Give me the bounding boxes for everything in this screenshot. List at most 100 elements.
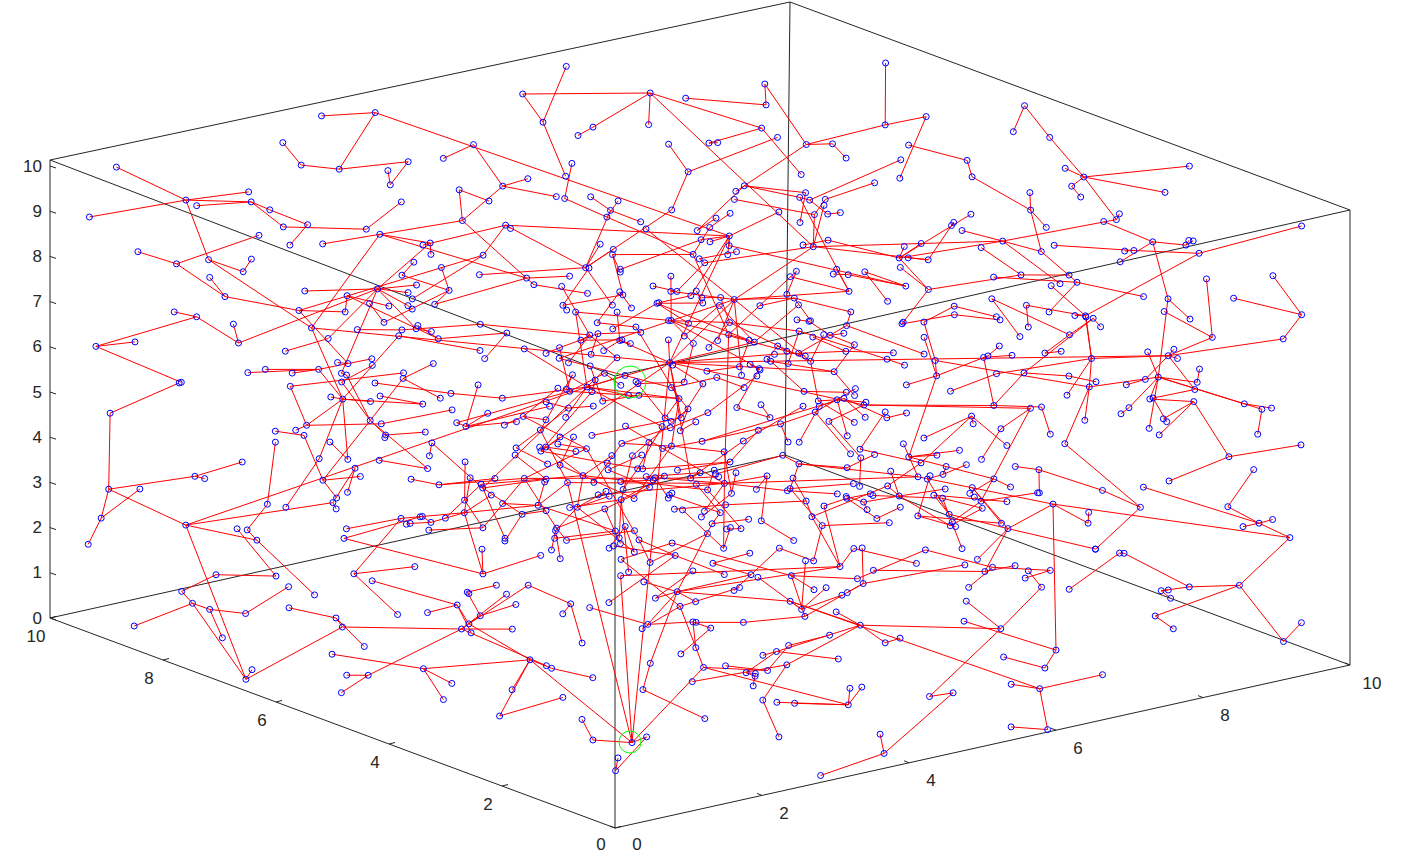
tree-node bbox=[733, 470, 739, 476]
tree-node bbox=[1270, 517, 1276, 523]
tree-node bbox=[702, 716, 708, 722]
tree-node bbox=[666, 318, 672, 324]
tree-edge bbox=[1194, 402, 1229, 457]
tree-node bbox=[1231, 295, 1237, 301]
tree-node bbox=[493, 582, 499, 588]
tree-node bbox=[98, 515, 104, 521]
tree-node bbox=[1164, 419, 1170, 425]
tree-node bbox=[1083, 314, 1089, 320]
tree-node bbox=[870, 493, 876, 499]
tree-edge bbox=[891, 471, 900, 496]
tick-label: 10 bbox=[27, 628, 46, 645]
tree-node bbox=[1156, 432, 1162, 438]
tree-node bbox=[830, 271, 836, 277]
tree-node bbox=[827, 332, 833, 338]
tree-edge bbox=[506, 225, 586, 268]
tree-node bbox=[896, 255, 902, 261]
tree-node bbox=[646, 122, 652, 128]
tree-node bbox=[644, 734, 650, 740]
tree-edge bbox=[696, 291, 703, 303]
tree-node bbox=[280, 140, 286, 146]
tree-node bbox=[951, 303, 957, 309]
tree-edge bbox=[512, 660, 530, 690]
tree-node bbox=[566, 360, 572, 366]
tree-node bbox=[810, 244, 816, 250]
tree-node bbox=[456, 187, 462, 193]
tree-edge bbox=[818, 401, 854, 423]
tree-edge bbox=[828, 213, 841, 215]
tree-node bbox=[344, 672, 350, 678]
tree-node bbox=[709, 521, 715, 527]
tree-node bbox=[962, 562, 968, 568]
tree-edge bbox=[790, 601, 1039, 688]
tree-edge bbox=[760, 298, 794, 306]
tree-edge bbox=[670, 354, 775, 362]
tree-edge bbox=[428, 605, 458, 613]
tree-edge bbox=[1168, 356, 1195, 390]
tree-edge bbox=[101, 489, 140, 518]
tree-node bbox=[693, 645, 699, 651]
tree-node bbox=[741, 385, 747, 391]
tree-node bbox=[369, 356, 375, 362]
tree-edge bbox=[96, 317, 197, 347]
tree-node bbox=[897, 635, 903, 641]
tree-edge bbox=[804, 391, 846, 393]
tree-node bbox=[500, 183, 506, 189]
tree-edge bbox=[193, 603, 246, 679]
tree-node bbox=[619, 337, 625, 343]
tree-edge bbox=[709, 142, 718, 144]
tree-node bbox=[787, 274, 793, 280]
tree-node bbox=[797, 220, 803, 226]
tree-node bbox=[791, 538, 797, 544]
tree-edge bbox=[943, 498, 963, 548]
tree-edge bbox=[581, 339, 622, 340]
tick-label: 6 bbox=[1073, 740, 1082, 757]
tree-edge bbox=[411, 479, 439, 485]
tree-node bbox=[293, 427, 299, 433]
tree-edge bbox=[1104, 222, 1153, 242]
tree-node bbox=[778, 421, 784, 427]
tree-node bbox=[429, 440, 435, 446]
tick-mark bbox=[50, 302, 56, 304]
tree-edge bbox=[613, 255, 623, 295]
tree-edge bbox=[643, 462, 731, 469]
tree-node bbox=[1067, 332, 1073, 338]
tree-node bbox=[527, 657, 533, 663]
tree-node bbox=[480, 571, 486, 577]
tree-node bbox=[239, 459, 245, 465]
tree-edge bbox=[864, 405, 994, 407]
tree-edge bbox=[339, 113, 375, 170]
tree-node bbox=[206, 257, 212, 263]
tree-node bbox=[794, 317, 800, 323]
tree-node bbox=[921, 435, 927, 441]
tree-edge bbox=[246, 587, 289, 614]
tree-edge bbox=[480, 605, 516, 616]
tree-node bbox=[1047, 431, 1053, 437]
tree-node bbox=[1023, 302, 1029, 308]
tree-edge bbox=[380, 221, 463, 235]
tree-node bbox=[1225, 504, 1231, 510]
tree-edge bbox=[1042, 407, 1051, 434]
tree-edge bbox=[873, 570, 984, 571]
start-marker bbox=[619, 731, 641, 753]
tree-node bbox=[573, 449, 579, 455]
tree-node bbox=[476, 272, 482, 278]
tree-edge bbox=[828, 240, 899, 258]
tree-node bbox=[570, 372, 576, 378]
tree-node bbox=[1004, 499, 1010, 505]
tree-edge bbox=[696, 622, 743, 623]
tree-edge bbox=[538, 505, 615, 531]
tick-mark bbox=[50, 617, 56, 619]
tree-edge bbox=[621, 559, 680, 606]
tree-edge bbox=[557, 509, 605, 528]
tree-edge bbox=[225, 297, 299, 311]
tree-node bbox=[700, 381, 706, 387]
tree-node bbox=[540, 119, 546, 125]
tree-node bbox=[1069, 183, 1075, 189]
tree-node bbox=[640, 687, 646, 693]
tree-edge bbox=[636, 327, 679, 399]
tree-edge bbox=[993, 567, 1051, 570]
tree-node bbox=[943, 464, 949, 470]
tree-edge bbox=[1284, 623, 1302, 642]
tree-node bbox=[785, 361, 791, 367]
